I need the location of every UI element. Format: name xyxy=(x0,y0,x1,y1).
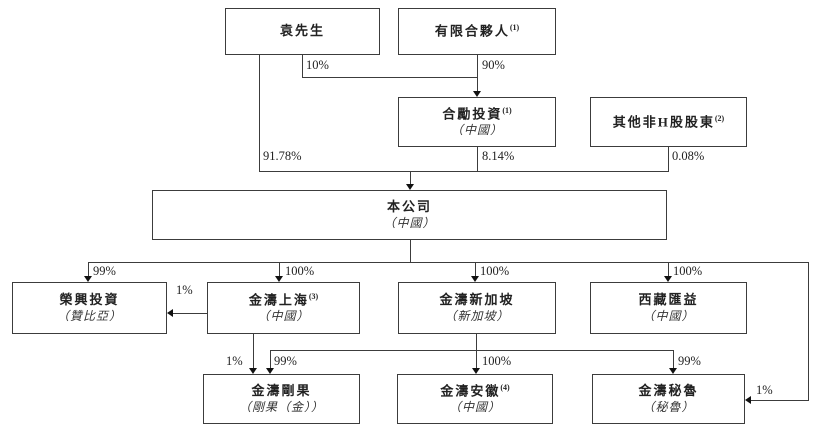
node-location: （中國） xyxy=(642,309,695,324)
node-other-non-h-shareholders: 其他非H股股東(2) xyxy=(590,97,747,147)
node-jintao-congo: 金濤剛果 （剛果（金）） xyxy=(203,374,360,424)
edge-label-jintao-singapore-peru: 99% xyxy=(678,354,701,368)
arrowhead-down-icon xyxy=(249,368,257,374)
node-label: 袁先生 xyxy=(279,23,325,39)
connector-line xyxy=(410,171,411,184)
connector-line xyxy=(270,350,271,368)
connector-line xyxy=(259,171,669,172)
node-label: 本公司 xyxy=(386,198,432,214)
node-location: （新加坡） xyxy=(444,309,510,324)
edge-label-other-company: 0.08% xyxy=(672,149,705,163)
arrowhead-down-icon xyxy=(664,276,672,282)
node-jintao-singapore: 金濤新加坡 （新加坡） xyxy=(398,282,556,334)
connector-line xyxy=(751,400,809,401)
node-location: （中國） xyxy=(383,216,436,231)
node-label: 金濤安徽(4) xyxy=(440,382,510,399)
node-location: （中國） xyxy=(448,400,501,415)
node-label: 有限合夥人(1) xyxy=(434,23,520,39)
connector-line xyxy=(302,77,478,78)
connector-line xyxy=(668,147,669,171)
node-label: 榮興投資 xyxy=(59,291,120,307)
edge-label-jintao-singapore-anhui: 100% xyxy=(482,354,512,368)
connector-line xyxy=(410,240,411,262)
edge-label-company-tibet-huiyi: 100% xyxy=(673,264,703,278)
arrowhead-down-icon xyxy=(266,368,274,374)
node-location: （中國） xyxy=(450,123,503,138)
arrowhead-down-icon xyxy=(406,184,414,190)
node-rongxing-investment: 榮興投資 （贊比亞） xyxy=(12,282,167,334)
arrowhead-left-icon xyxy=(745,396,751,404)
node-label: 西藏匯益 xyxy=(638,291,699,307)
edge-label-yuan-company: 91.78% xyxy=(263,149,302,163)
footnote-marker: (3) xyxy=(308,291,319,301)
node-mr-yuan: 袁先生 xyxy=(225,8,380,55)
node-location: （贊比亞） xyxy=(56,309,122,324)
edge-label-company-rongxing: 99% xyxy=(93,264,116,278)
connector-line xyxy=(270,350,674,351)
connector-line xyxy=(673,350,674,368)
connector-line xyxy=(88,262,89,276)
arrowhead-down-icon xyxy=(275,276,283,282)
arrowhead-left-icon xyxy=(167,309,173,317)
node-label: 金濤秘魯 xyxy=(638,382,699,398)
edge-label-company-jintao-singapore: 100% xyxy=(480,264,510,278)
edge-label-company-peru: 1% xyxy=(756,383,773,397)
connector-line xyxy=(279,262,280,276)
node-label: 其他非H股股東(2) xyxy=(612,113,725,130)
node-label: 金濤剛果 xyxy=(251,382,312,398)
edge-label-jintao-singapore-congo: 99% xyxy=(274,354,297,368)
node-label: 金濤新加坡 xyxy=(439,291,515,307)
edge-label-jintao-shanghai-congo: 1% xyxy=(226,354,243,368)
footnote-marker: (1) xyxy=(509,23,520,33)
footnote-marker: (1) xyxy=(502,105,512,115)
connector-line xyxy=(668,262,669,276)
edge-label-lp-heli: 90% xyxy=(482,58,505,72)
connector-line xyxy=(476,334,477,368)
arrowhead-down-icon xyxy=(473,91,481,97)
connector-line xyxy=(475,262,476,276)
node-the-company: 本公司 （中國） xyxy=(152,190,667,240)
node-label: 合勵投資(1) xyxy=(442,105,512,122)
connector-line xyxy=(253,334,254,368)
arrowhead-down-icon xyxy=(471,276,479,282)
edge-label-company-jintao-shanghai: 100% xyxy=(285,264,315,278)
footnote-marker: (2) xyxy=(714,113,725,123)
arrowhead-down-icon xyxy=(669,368,677,374)
node-location: （秘魯） xyxy=(642,400,695,415)
connector-line xyxy=(477,55,478,91)
node-jintao-shanghai: 金濤上海(3) （中國） xyxy=(207,282,360,334)
arrowhead-down-icon xyxy=(472,368,480,374)
node-label: 金濤上海(3) xyxy=(248,291,319,308)
connector-line xyxy=(88,262,809,263)
footnote-marker: (4) xyxy=(500,382,510,392)
connector-line xyxy=(259,55,260,171)
connector-line xyxy=(808,262,809,400)
arrowhead-down-icon xyxy=(84,276,92,282)
node-location: （中國） xyxy=(257,309,310,324)
connector-line xyxy=(173,313,207,314)
node-limited-partners: 有限合夥人(1) xyxy=(398,8,556,55)
edge-label-yuan-heli: 10% xyxy=(306,58,329,72)
node-heli-investment: 合勵投資(1) （中國） xyxy=(398,97,556,147)
connector-line xyxy=(302,55,303,78)
node-location: （剛果（金）） xyxy=(238,400,324,415)
node-jintao-peru: 金濤秘魯 （秘魯） xyxy=(592,374,745,424)
node-jintao-anhui: 金濤安徽(4) （中國） xyxy=(397,374,553,424)
connector-line xyxy=(477,147,478,171)
node-tibet-huiyi: 西藏匯益 （中國） xyxy=(590,282,747,334)
edge-label-heli-company: 8.14% xyxy=(482,149,515,163)
edge-label-jintao-shanghai-rongxing: 1% xyxy=(176,283,193,297)
